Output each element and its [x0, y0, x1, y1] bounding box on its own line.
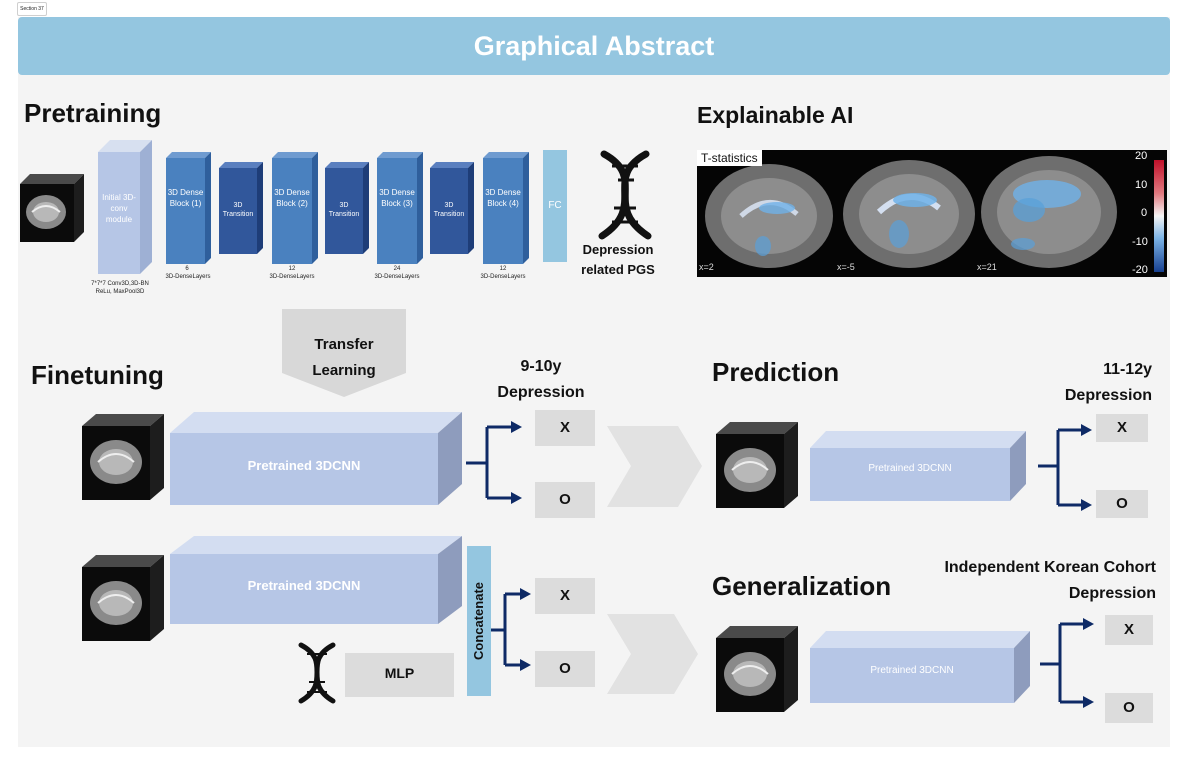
dense-2-layers: 3D-DenseLayers [269, 274, 315, 280]
colorbar-tick-2: 10 [1135, 179, 1148, 191]
generalization-arrows [1040, 622, 1086, 704]
page-title: Graphical Abstract [18, 17, 1170, 75]
finetune-output-x: X [535, 410, 595, 446]
finetune-output-o: O [535, 482, 595, 518]
fc-label: FC [548, 200, 562, 211]
brain-cube-image [82, 555, 164, 641]
slice-label-3: x=21 [977, 262, 997, 272]
generalization-model-label: Pretrained 3DCNN [870, 665, 954, 676]
generalization-output-x: X [1105, 615, 1153, 645]
prediction-model-label: Pretrained 3DCNN [868, 463, 952, 474]
dense-block-2 [272, 152, 318, 264]
prediction-arrows [1038, 428, 1084, 507]
dense-1-layers: 3D-DenseLayers [165, 274, 211, 280]
generalization-outcome-label: Independent Korean Cohort Depression [944, 559, 1156, 602]
explainable-heading: Explainable AI [697, 102, 854, 128]
colorbar [1154, 160, 1164, 272]
dense-1-count: 6 [185, 266, 189, 272]
tstat-title: T-statistics [697, 150, 762, 166]
transition-block-2 [325, 162, 369, 254]
dense-3-count: 24 [393, 266, 401, 272]
dense-4-count: 12 [499, 266, 507, 272]
finetune-output-o-2: O [535, 651, 595, 687]
initial-conv-note: 7*7*7 Conv3D,3D-BN ReLu, MaxPool3D [91, 281, 149, 295]
chevron-arrow-2 [607, 614, 698, 694]
brain-cube-image [82, 414, 164, 500]
chevron-arrow-1 [607, 426, 702, 507]
dense-3-layers: 3D-DenseLayers [374, 274, 420, 280]
slice-label-2: x=-5 [837, 262, 855, 272]
prediction-heading: Prediction [712, 357, 840, 387]
finetune-outcome-label: 9-10y Depression [497, 358, 585, 401]
dna-icon [298, 642, 336, 704]
section-tag: Section 37 [17, 2, 47, 16]
dense-block-1 [166, 152, 211, 264]
colorbar-tick-4: -10 [1132, 236, 1148, 248]
brain-cube-image [716, 422, 798, 508]
transfer-arrow [282, 309, 406, 397]
dense-block-3 [377, 152, 423, 264]
finetune-model-box-2 [170, 536, 462, 624]
generalization-model-box [810, 631, 1030, 703]
slice-label-1: x=2 [699, 262, 714, 272]
generalization-output-o: O [1105, 693, 1153, 723]
dense-4-layers: 3D-DenseLayers [480, 274, 526, 280]
concatenate-bar [467, 546, 491, 696]
pretraining-heading: Pretraining [24, 98, 162, 128]
abstract-canvas [18, 17, 1170, 747]
finetune-model-label: Pretrained 3DCNN [247, 458, 361, 473]
prediction-outcome-label: 11-12y Depression [1064, 361, 1152, 404]
prediction-output-x: X [1096, 414, 1148, 442]
prediction-model-box [810, 431, 1026, 501]
transition-block-1 [219, 162, 263, 254]
colorbar-tick-5: -20 [1132, 264, 1148, 276]
finetune-output-x-2: X [535, 578, 595, 614]
initial-conv-block [98, 140, 152, 274]
finetune-arrows-1 [466, 425, 514, 500]
dense-block-2-label: 3D Dense Block (2) [274, 188, 310, 208]
brain-cube-image [20, 174, 84, 242]
transition-block-3 [430, 162, 474, 254]
dense-block-3-label: 3D Dense Block (3) [379, 188, 415, 208]
transition-1-label: 3D Transition [222, 202, 254, 218]
generalization-heading: Generalization [712, 571, 892, 601]
mlp-box [345, 653, 454, 697]
mlp-label: MLP [384, 665, 415, 681]
initial-conv-label: Initial 3D-conv module [102, 193, 136, 224]
colorbar-tick-1: 20 [1135, 150, 1148, 162]
brain-slices-image [705, 156, 1117, 268]
brain-tstat-panel: T-statistics x=2 x=-5 x=21 20 10 0 -10 -… [697, 150, 1167, 277]
dense-block-4-label: 3D Dense Block (4) [485, 188, 521, 208]
brain-cube-image [716, 626, 798, 712]
colorbar-tick-3: 0 [1141, 207, 1148, 219]
pgs-label: Depression related PGS [581, 242, 655, 277]
transition-3-label: 3D Transition [433, 202, 465, 218]
transition-2-label: 3D Transition [328, 202, 360, 218]
finetuning-heading: Finetuning [31, 360, 164, 390]
dense-block-1-label: 3D Dense Block (1) [167, 188, 204, 208]
finetune-model-label-2: Pretrained 3DCNN [247, 578, 361, 593]
transfer-label: Transfer Learning [312, 336, 376, 379]
prediction-output-o: O [1096, 490, 1148, 518]
finetune-model-box [170, 412, 462, 505]
dense-2-count: 12 [288, 266, 296, 272]
dense-block-4 [483, 152, 529, 264]
dna-icon [598, 150, 652, 240]
fc-layer [543, 150, 567, 262]
